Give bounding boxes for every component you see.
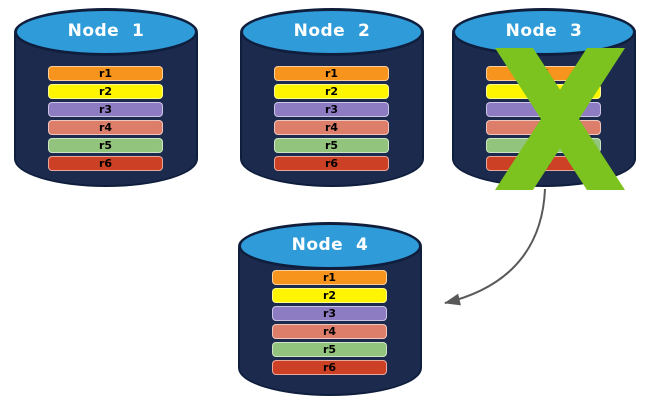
replica-bar-r2: r2	[272, 288, 387, 303]
node-title: Node 4	[291, 235, 369, 255]
replica-bar-r4: r4	[274, 120, 389, 135]
node-3-cylinder: Node 3 r1 r2 r3 r4 r5 r6	[452, 8, 636, 190]
replica-bar-r2: r2	[48, 84, 163, 99]
cylinder-top	[238, 222, 422, 270]
replica-list: r1 r2 r3 r4 r5 r6	[272, 270, 387, 375]
replica-bar-r6: r6	[48, 156, 163, 171]
replica-bar-r3: r3	[48, 102, 163, 117]
replica-bar-r6: r6	[272, 360, 387, 375]
replica-bar-r4: r4	[272, 324, 387, 339]
replica-bar-r1: r1	[274, 66, 389, 81]
replica-bar-r3: r3	[274, 102, 389, 117]
cylinder-top	[14, 8, 198, 56]
replica-bar-r5: r5	[272, 342, 387, 357]
replica-bar-r3: r3	[272, 306, 387, 321]
x-stroke	[495, 48, 625, 190]
node-4-cylinder: Node 4 r1 r2 r3 r4 r5 r6	[238, 222, 422, 396]
node-title: Node 2	[293, 21, 371, 41]
replica-bar-r5: r5	[48, 138, 163, 153]
node-1-cylinder: Node 1 r1 r2 r3 r4 r5 r6	[14, 8, 198, 187]
replica-bar-r5: r5	[274, 138, 389, 153]
node-title: Node 1	[67, 21, 145, 41]
replica-bar-r1: r1	[48, 66, 163, 81]
cylinder-top	[240, 8, 424, 56]
replica-list: r1 r2 r3 r4 r5 r6	[274, 66, 389, 171]
failure-x-icon	[495, 48, 625, 190]
replica-bar-r1: r1	[272, 270, 387, 285]
node-2-cylinder: Node 2 r1 r2 r3 r4 r5 r6	[240, 8, 424, 187]
arrow-line	[444, 188, 546, 306]
node-title: Node 3	[505, 21, 583, 41]
replica-bar-r2: r2	[274, 84, 389, 99]
replica-bar-r4: r4	[48, 120, 163, 135]
replica-list: r1 r2 r3 r4 r5 r6	[48, 66, 163, 171]
replica-bar-r6: r6	[274, 156, 389, 171]
